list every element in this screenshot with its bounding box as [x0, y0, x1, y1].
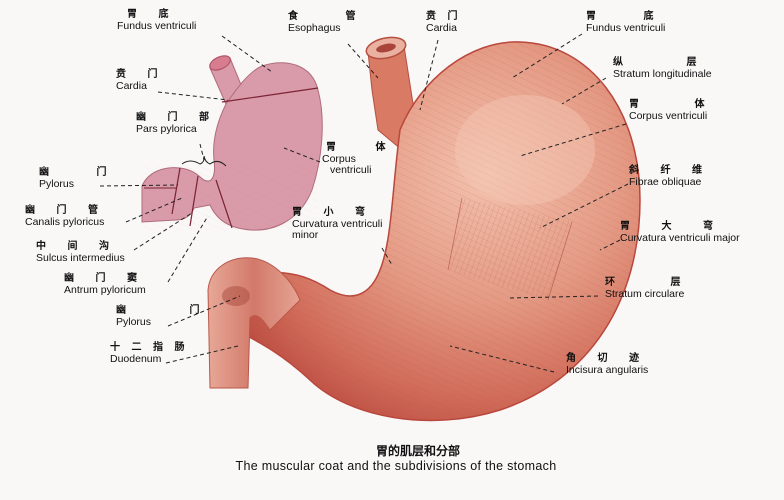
large-stomach-illustration	[207, 36, 641, 422]
label-fundus-large: 胃 底 Fundus ventriculi	[586, 11, 676, 34]
label-curvatura-major: 胃 大 弯 Curvatura ventriculi major	[620, 221, 740, 244]
label-curvatura-minor: 胃 小 弯 Curvatura ventriculi minor	[292, 207, 383, 241]
label-fundus-small: 胃 底 Fundus ventriculi	[117, 9, 197, 32]
label-cardia-large: 贲 门 Cardia	[426, 11, 462, 34]
label-pars-pylorica: 幽 门 部 Pars pylorica	[136, 112, 218, 135]
leader-lines	[99, 33, 629, 373]
label-fibrae-obliquae: 斜 纤 维 Fibrae obliquae	[629, 165, 711, 188]
label-pylorus-large: 幽 门 Pylorus	[116, 305, 230, 328]
label-stratum-circulare: 环 层 Stratum circulare	[605, 277, 707, 300]
label-pylorus-small: 幽 门 Pylorus	[39, 167, 129, 190]
caption-en: The muscular coat and the subdivisions o…	[235, 459, 557, 473]
small-stomach-diagram	[141, 55, 323, 231]
caption-zh: 胃的肌层和分部	[375, 444, 460, 458]
label-corpus-small: 胃 体 Corpus ventriculi	[322, 142, 404, 176]
label-canalis-pyloricus: 幽 门 管 Canalis pyloricus	[25, 205, 107, 228]
label-sulcus-intermedius: 中 间 沟 Sulcus intermedius	[36, 241, 125, 264]
label-cardia-small: 贲 门 Cardia	[116, 69, 167, 92]
label-stratum-longitudinale: 纵 层 Stratum longitudinale	[613, 57, 727, 80]
label-esophagus: 食 管 Esophagus	[288, 11, 378, 34]
label-corpus-large: 胃 体 Corpus ventriculi	[629, 99, 731, 122]
label-antrum-pyloricum: 幽 门 窦 Antrum pyloricum	[64, 273, 146, 296]
label-duodenum: 十 二 指 肠 Duodenum	[110, 342, 189, 365]
label-incisura-angularis: 角 切 迹 Incisura angularis	[566, 353, 649, 376]
